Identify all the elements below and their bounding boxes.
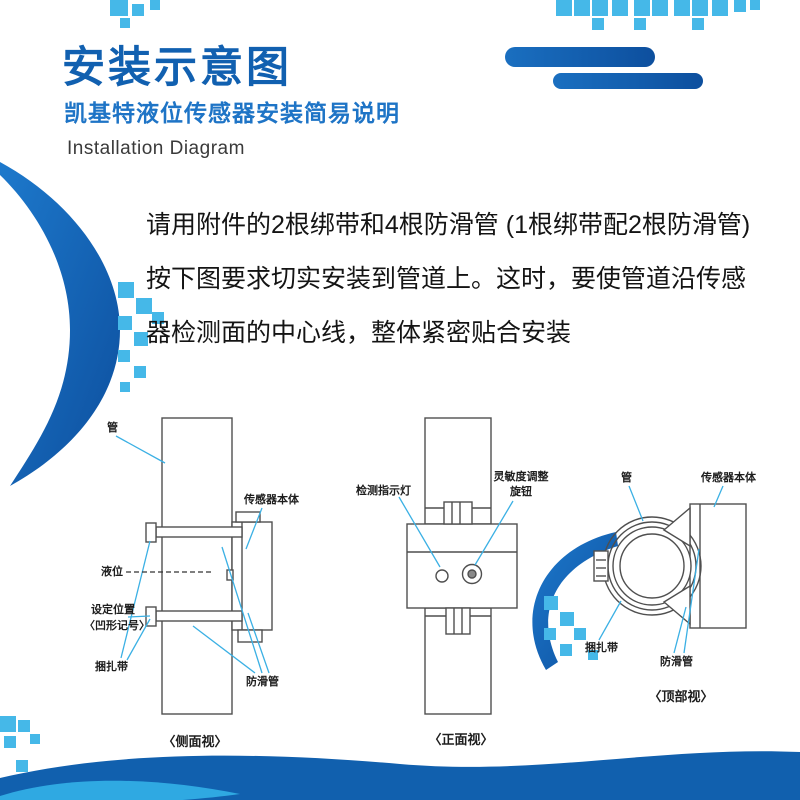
title-bar-decoration-1 [505,47,655,67]
pixel-decoration-top-right [556,0,760,30]
label-front-sensitivity-line1: 灵敏度调整 [493,471,549,483]
intro-paragraph: 请用附件的2根绑带和4根防滑管 (1根绑带配2根防滑管) 按下图要求切实安装到管… [146,198,796,360]
intro-line-3: 器检测面的中心线，整体紧密贴合安装 [146,319,572,347]
pixel-decoration-top-left [110,0,160,28]
label-top-sensor-body: 传感器本体 [701,472,756,484]
label-front-indicator-light: 检测指示灯 [356,485,411,497]
label-side-binding-band: 捆扎带 [95,661,128,673]
pixel-decoration-left-swoosh [118,282,164,392]
caption-side-view: 〈侧面视〉 [162,734,228,749]
intro-line-1: 请用附件的2根绑带和4根防滑管 (1根绑带配2根防滑管) [146,211,751,239]
page-title: 安装示意图 [62,44,292,92]
subtitle-english: Installation Diagram [67,138,245,159]
intro-line-2: 按下图要求切实安装到管道上。这时，要使管道沿传感 [146,265,747,293]
left-swoosh-decoration [0,162,120,486]
label-side-anti-slip-tube: 防滑管 [246,676,279,688]
caption-front-view: 〈正面视〉 [428,732,494,747]
side-view-drawing [145,417,273,715]
label-top-anti-slip-tube: 防滑管 [660,656,693,668]
label-front-sensitivity-line2: 旋钮 [510,485,532,498]
top-view-drawing [593,503,747,629]
label-side-liquid-level: 液位 [101,566,123,578]
label-front-sensitivity-knob: 灵敏度调整 旋钮 [488,470,554,500]
bottom-wave-light-decoration [0,780,240,800]
label-top-binding-band: 捆扎带 [585,642,618,654]
indicator-light-shape [435,569,449,583]
label-side-set-position: 设定位置 [91,604,135,616]
title-bar-decoration-2 [553,73,703,89]
subtitle-chinese: 凯基特液位传感器安装简易说明 [64,100,400,126]
label-side-sensor-body: 传感器本体 [244,494,299,506]
label-side-concave-mark: 〈凹形记号〉 [84,620,150,632]
caption-top-view: 〈顶部视〉 [648,689,714,704]
pixel-decoration-bottom-left [0,716,40,772]
label-top-pipe: 管 [621,472,632,484]
front-view-drawing [406,417,518,715]
leader-lines [115,435,724,674]
pixel-decoration-right-swoosh [544,596,598,660]
label-side-pipe: 管 [107,422,118,434]
